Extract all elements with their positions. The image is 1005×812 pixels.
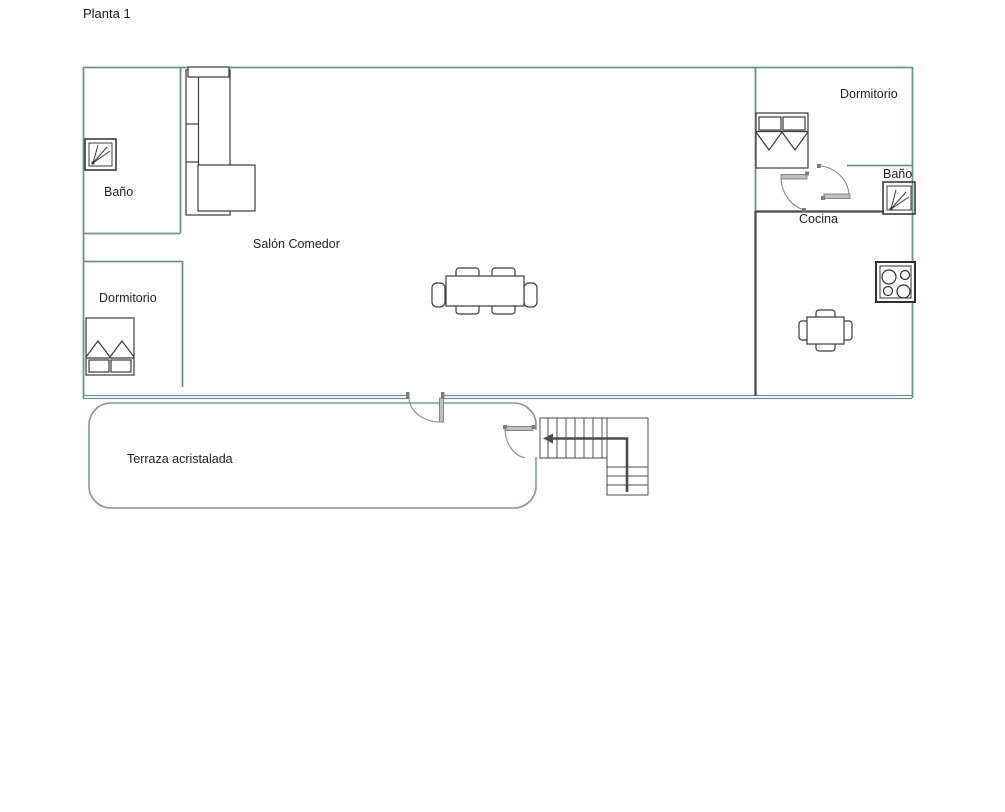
stove-icon [875, 261, 916, 303]
stairs-icon [539, 417, 649, 496]
room-label-dormitorio-left: Dormitorio [99, 291, 157, 305]
bed-icon-right [755, 112, 809, 169]
door-kitchen-icon [817, 164, 851, 200]
door-bedroom-right-icon [780, 171, 809, 212]
kitchen-table-icon [798, 309, 853, 352]
door-terrace-side-icon [503, 425, 536, 459]
bed-icon-left [85, 317, 135, 376]
room-label-dormitorio-right: Dormitorio [840, 87, 898, 101]
room-label-bano-right: Baño [883, 167, 913, 181]
kitchen-walls [754, 210, 884, 396]
dining-table-icon [431, 267, 538, 315]
walls [82, 66, 914, 400]
stairs-direction-arrow-icon [543, 433, 629, 492]
shower-icon-right [882, 181, 916, 215]
room-label-cocina: Cocina [799, 212, 838, 226]
page-title: Planta 1 [83, 6, 131, 21]
room-label-bano-left: Baño [104, 185, 134, 199]
sofa-icon [185, 66, 256, 216]
room-label-terraza: Terraza acristalada [127, 452, 233, 466]
shower-icon-left [84, 138, 117, 171]
room-label-salon-comedor: Salón Comedor [253, 237, 340, 251]
door-terrace-main-icon [406, 392, 445, 423]
terrace-outline [88, 402, 540, 509]
